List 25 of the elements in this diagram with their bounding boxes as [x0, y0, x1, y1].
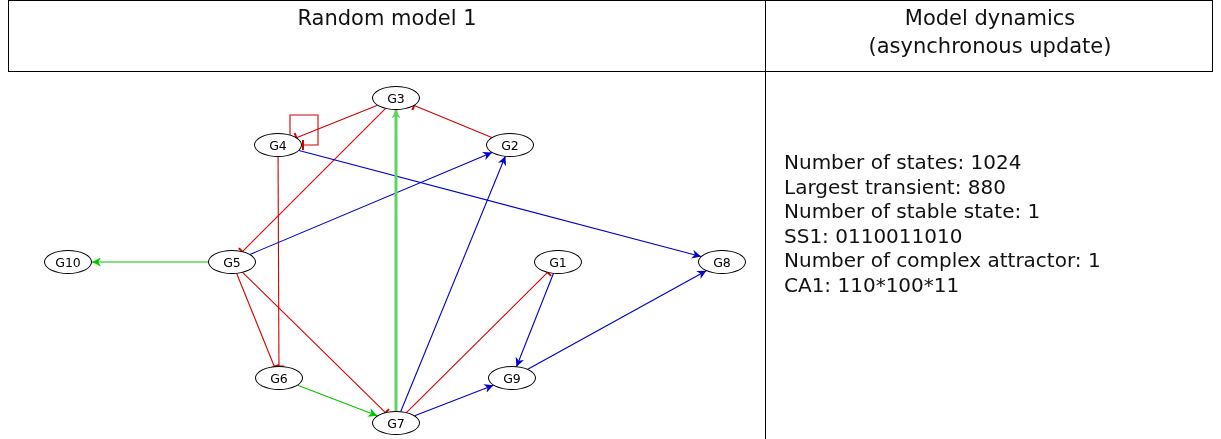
statistic-text: SS1: 0110011010 — [784, 223, 964, 248]
gene-node: G6 — [255, 366, 303, 390]
column-header: Random model 1 — [296, 5, 478, 32]
statistic-text: Number of states: 1024 — [784, 150, 1023, 175]
gene-node: G9 — [488, 366, 536, 390]
statistic-text: Number of complex attractor: 1 — [784, 248, 1101, 273]
gene-node: G10 — [44, 250, 92, 274]
arrow — [527, 270, 707, 370]
statistic-text: CA1: 110*100*11 — [784, 272, 961, 297]
gene-node: G5 — [208, 250, 256, 274]
gene-node: G2 — [486, 133, 534, 157]
gene-node: G1 — [534, 250, 582, 274]
arrow — [298, 150, 702, 259]
arrow — [400, 155, 507, 413]
arrow — [515, 272, 555, 368]
gene-node: G7 — [372, 411, 420, 435]
gene-node: G8 — [698, 250, 746, 274]
arrow — [391, 109, 401, 412]
statistic-text: Largest transient: 880 — [784, 174, 1007, 199]
gene-node: G4 — [254, 133, 302, 157]
column-header: Model dynamics (asynchronous update) — [867, 5, 1113, 60]
inhibition-connector — [289, 114, 319, 151]
gene-node: G3 — [372, 86, 420, 110]
statistic-text: Number of stable state: 1 — [784, 199, 1042, 224]
arrow — [91, 257, 209, 267]
